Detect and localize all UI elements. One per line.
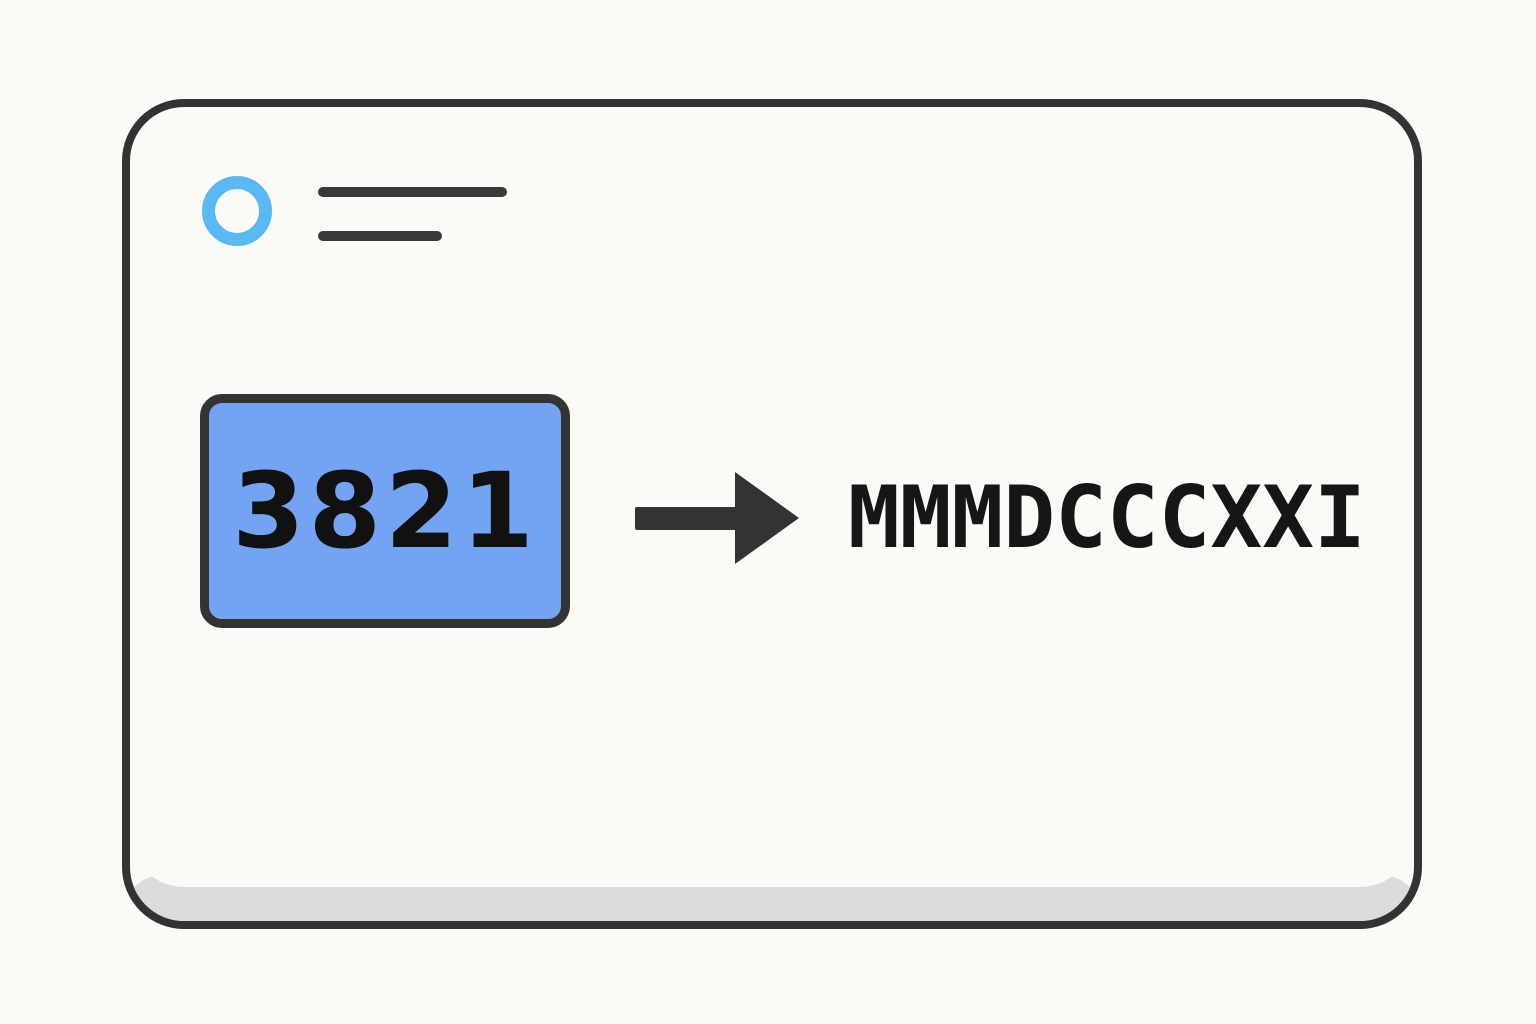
right-arrow-icon: [635, 472, 799, 564]
subtitle-placeholder-line: [318, 231, 442, 241]
title-placeholder-line: [318, 187, 507, 197]
ring-icon: [202, 176, 272, 246]
card-surface: [130, 807, 1414, 887]
roman-numeral-output: MMMDCCCXXI: [848, 468, 1366, 568]
converter-window: 3821 MMMDCCCXXI: [122, 99, 1422, 929]
number-input-box[interactable]: 3821: [200, 394, 570, 628]
input-number: 3821: [232, 450, 538, 572]
